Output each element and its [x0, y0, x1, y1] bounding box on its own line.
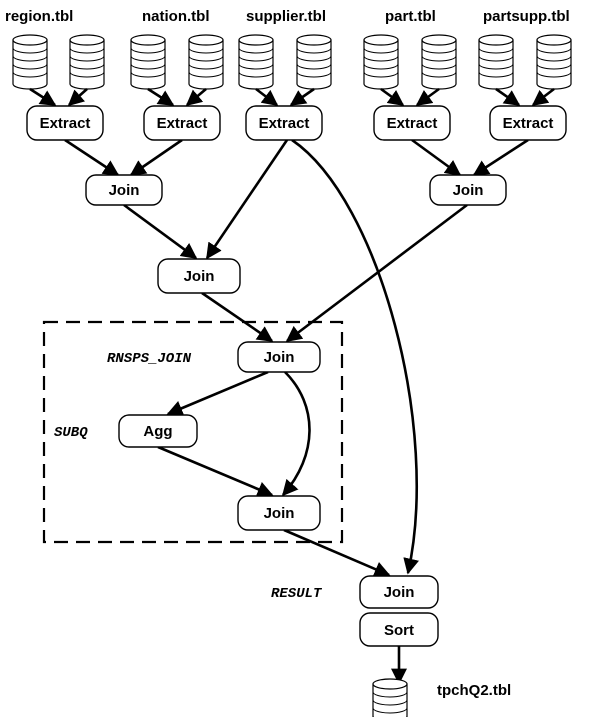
svg-text:Join: Join [109, 182, 140, 199]
source-label-partsupp: partsupp.tbl [483, 8, 570, 25]
stage-label-result: RESULT [271, 586, 323, 602]
svg-text:Join: Join [184, 268, 215, 285]
extract-node: Extract [245, 105, 323, 141]
database-icon [363, 34, 399, 90]
agg-node: Agg [118, 414, 198, 448]
source-label-nation: nation.tbl [142, 8, 210, 25]
svg-text:Extract: Extract [503, 115, 554, 132]
extract-node: Extract [489, 105, 567, 141]
join-node-region-nation: Join [85, 174, 163, 206]
output-label: tpchQ2.tbl [437, 682, 511, 699]
database-icon [12, 34, 48, 90]
svg-text:Sort: Sort [384, 622, 414, 639]
output-database-icon [372, 678, 408, 717]
svg-text:Join: Join [384, 584, 415, 601]
stage-label-rnsps-join: RNSPS_JOIN [107, 351, 192, 367]
join-node-rnsps: Join [237, 341, 321, 373]
join-node-subq: Join [237, 495, 321, 531]
svg-text:Extract: Extract [387, 115, 438, 132]
sort-node: Sort [359, 612, 439, 647]
database-icon [130, 34, 166, 90]
subquery-region [42, 320, 344, 544]
svg-text:Join: Join [453, 182, 484, 199]
source-label-region: region.tbl [5, 8, 73, 25]
database-icon [238, 34, 274, 90]
join-node-result: Join [359, 575, 439, 609]
join-node-part-partsupp: Join [429, 174, 507, 206]
extract-node: Extract [373, 105, 451, 141]
database-icon [421, 34, 457, 90]
svg-text:Extract: Extract [259, 115, 310, 132]
svg-text:Extract: Extract [157, 115, 208, 132]
database-icon [478, 34, 514, 90]
extract-node: Extract [26, 105, 104, 141]
database-icon [69, 34, 105, 90]
edges [29, 87, 555, 685]
extract-node: Extract [143, 105, 221, 141]
svg-text:Agg: Agg [143, 423, 172, 440]
svg-text:Join: Join [264, 505, 295, 522]
source-label-part: part.tbl [385, 8, 436, 25]
svg-text:Extract: Extract [40, 115, 91, 132]
database-icon [296, 34, 332, 90]
database-icon [536, 34, 572, 90]
join-node-supplier: Join [157, 258, 241, 294]
database-icon [188, 34, 224, 90]
svg-text:Join: Join [264, 349, 295, 366]
source-label-supplier: supplier.tbl [246, 8, 326, 25]
stage-label-subq: SUBQ [54, 425, 88, 441]
